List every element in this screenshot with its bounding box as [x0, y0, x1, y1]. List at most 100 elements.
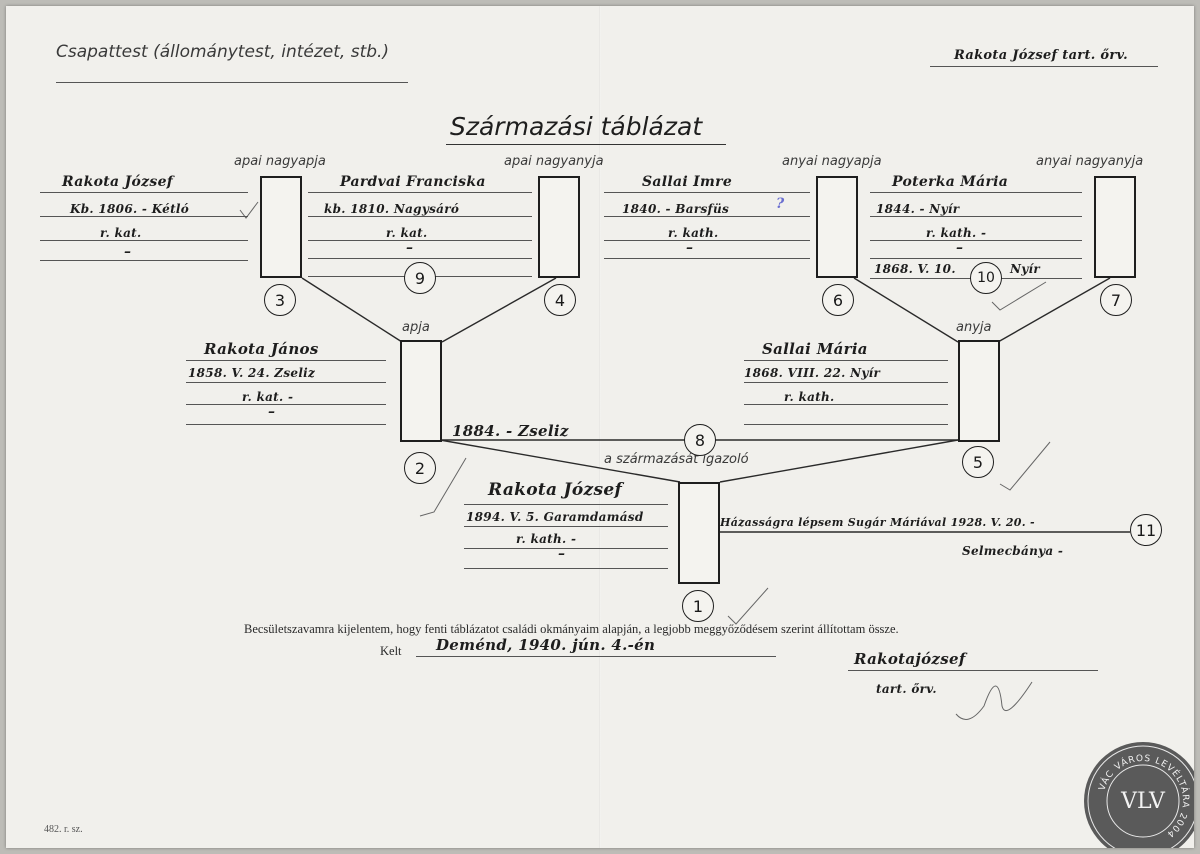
marriage-11-number: 11 — [1130, 514, 1162, 546]
person-3-box — [260, 176, 302, 278]
person-7-box — [1094, 176, 1136, 278]
person-4-birth: kb. 1810. Nagysáró — [324, 202, 460, 216]
person-3-number: 3 — [264, 284, 296, 316]
person-6-birth: 1840. - Barsfüs — [622, 202, 730, 216]
person-6-query-mark: ? — [776, 196, 785, 212]
person-3-dash: – — [124, 244, 132, 260]
person-3-birth: Kb. 1806. - Kétló — [70, 202, 190, 216]
entry-line — [744, 404, 948, 405]
person-3-religion: r. kat. — [100, 226, 142, 240]
connector-6-5 — [853, 277, 959, 343]
connector-3-2 — [301, 277, 403, 343]
entry-line — [604, 258, 810, 259]
entry-line — [464, 504, 668, 505]
role-maternal-grandfather: anyai nagyapja — [782, 154, 882, 169]
unit-label: Csapattest (állománytest, intézet, stb.) — [56, 42, 390, 62]
person-5-box — [958, 340, 1000, 442]
kelt-line — [416, 656, 776, 657]
entry-line — [186, 360, 386, 361]
person-5-religion: r. kath. — [784, 390, 835, 404]
person-5-name: Sallai Mária — [762, 340, 868, 358]
connector-5-1 — [719, 439, 959, 483]
person-6-religion: r. kath. — [668, 226, 719, 240]
person-2-name: Rakota János — [204, 340, 319, 358]
kelt-value: Deménd, 1940. jún. 4.-én — [436, 636, 656, 654]
document-sheet: Csapattest (állománytest, intézet, stb.)… — [6, 6, 1194, 848]
person-7-number: 7 — [1100, 284, 1132, 316]
name-rank: Rakota József tart. őrv. — [954, 48, 1128, 63]
entry-line — [40, 260, 248, 261]
check-mark — [239, 201, 259, 219]
person-1-box — [678, 482, 720, 584]
entry-line — [186, 404, 386, 405]
role-father: apja — [402, 320, 430, 335]
entry-line — [604, 216, 810, 217]
check-mark — [727, 587, 769, 625]
person-2-religion: r. kat. - — [242, 390, 294, 404]
marriage-10-date: 1868. V. 10. — [874, 262, 956, 276]
archive-seal-icon: VÁC VÁROS LEVÉLTÁRA 2004 VLV — [1087, 745, 1194, 848]
person-7-dash: – — [956, 240, 964, 256]
connector-7-5 — [997, 277, 1111, 343]
role-paternal-grandmother: apai nagyanyja — [504, 154, 604, 169]
check-mark — [999, 441, 1051, 491]
role-mother: anyja — [956, 320, 992, 335]
person-4-dash: – — [406, 240, 414, 256]
signature-line — [848, 670, 1098, 671]
role-maternal-grandmother: anyai nagyanyja — [1036, 154, 1144, 169]
kelt-label: Kelt — [380, 644, 402, 658]
person-7-birth: 1844. - Nyír — [876, 202, 960, 216]
entry-line — [464, 568, 668, 569]
unit-field-line — [56, 82, 408, 83]
entry-line — [744, 382, 948, 383]
check-mark — [419, 457, 467, 517]
entry-line — [870, 240, 1082, 241]
person-1-dash: – — [558, 546, 566, 562]
entry-line — [604, 192, 810, 193]
marriage-11-text: Házasságra lépsem Sugár Máriával 1928. V… — [720, 516, 1035, 529]
signature-flourish — [955, 681, 1033, 720]
entry-line — [464, 526, 668, 527]
signature: Rakotajózsef — [854, 650, 966, 668]
check-mark — [991, 281, 1047, 311]
entry-line — [308, 258, 532, 259]
person-4-box — [538, 176, 580, 278]
declaration-text: Becsületszavamra kijelentem, hogy fenti … — [244, 622, 899, 636]
role-paternal-grandfather: apai nagyapja — [234, 154, 326, 169]
person-2-birth: 1858. V. 24. Zseliz — [188, 366, 316, 380]
form-number: 482. r. sz. — [44, 824, 83, 835]
person-7-name: Poterka Mária — [892, 174, 1009, 190]
entry-line — [464, 548, 668, 549]
person-4-religion: r. kat. — [386, 226, 428, 240]
signature-rank: tart. őrv. — [876, 682, 937, 696]
entry-line — [308, 216, 532, 217]
person-5-birth: 1868. VIII. 22. Nyír — [744, 366, 881, 380]
entry-line — [604, 240, 810, 241]
person-1-birth: 1894. V. 5. Garamdamásd — [466, 510, 644, 524]
entry-line — [308, 240, 532, 241]
entry-line — [40, 216, 248, 217]
marriage-11-place: Selmecbánya - — [962, 544, 1064, 558]
entry-line — [186, 424, 386, 425]
person-5-number: 5 — [962, 446, 994, 478]
marriage-10-number: 10 — [970, 262, 1002, 294]
svg-text:VLV: VLV — [1120, 789, 1166, 814]
archive-stamp: VÁC VÁROS LEVÉLTÁRA 2004 VLV — [1084, 742, 1194, 848]
person-3-name: Rakota József — [62, 174, 174, 190]
document-title: Származási táblázat — [450, 112, 703, 141]
entry-line — [40, 240, 248, 241]
entry-line — [870, 258, 1082, 259]
entry-line — [870, 216, 1082, 217]
entry-line — [186, 382, 386, 383]
tree-connectors — [239, 201, 1130, 720]
connector-4-2 — [441, 277, 557, 343]
entry-line — [40, 192, 248, 193]
person-1-name: Rakota József — [488, 480, 623, 500]
person-6-number: 6 — [822, 284, 854, 316]
person-6-name: Sallai Imre — [642, 174, 733, 190]
entry-line — [308, 192, 532, 193]
person-1-number: 1 — [682, 590, 714, 622]
person-1-religion: r. kath. - — [516, 532, 577, 546]
person-4-number: 4 — [544, 284, 576, 316]
person-2-number: 2 — [404, 452, 436, 484]
